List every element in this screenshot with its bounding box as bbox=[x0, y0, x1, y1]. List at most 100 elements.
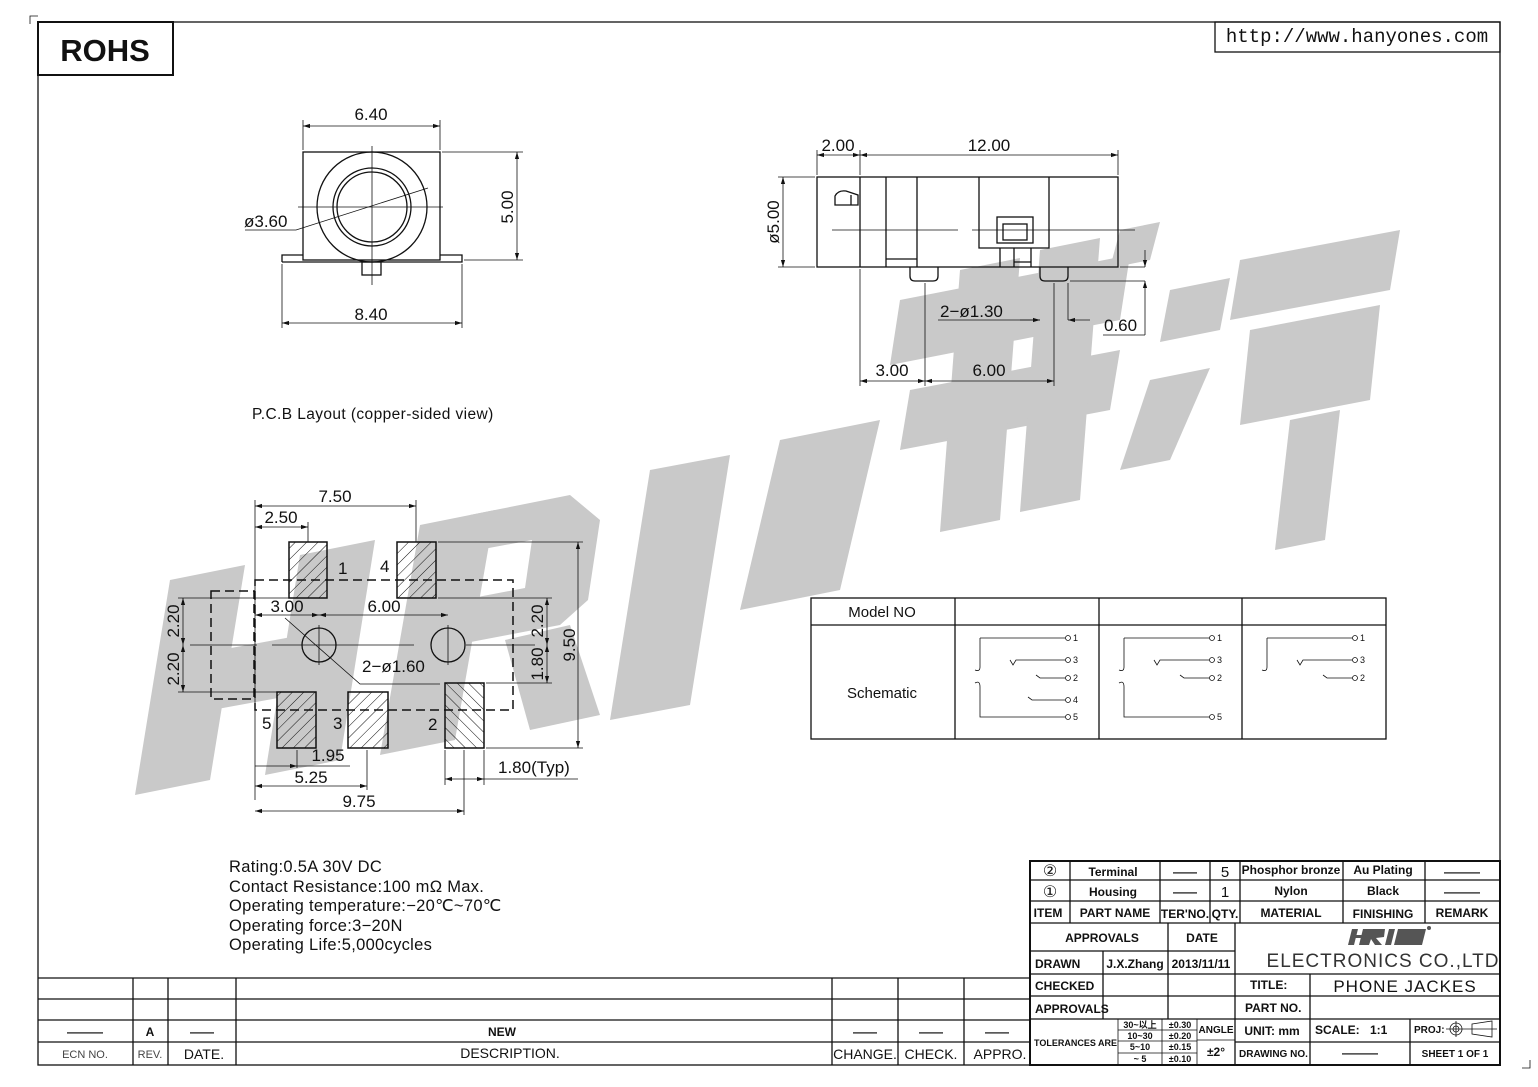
tolerance-value: ±0.20 bbox=[1169, 1031, 1191, 1041]
drawing-title: PHONE JACKES bbox=[1333, 977, 1476, 996]
pad-1 bbox=[288, 541, 328, 599]
scale-label: SCALE: bbox=[1315, 1023, 1360, 1037]
bom-remark: ——— bbox=[1444, 865, 1480, 879]
watermark-logo bbox=[135, 222, 1400, 795]
bom-header: MATERIAL bbox=[1260, 906, 1321, 920]
company-logo bbox=[1348, 926, 1431, 945]
rev-date: —— bbox=[190, 1025, 214, 1039]
website-url[interactable]: http://www.hanyones.com bbox=[1226, 26, 1488, 48]
dim-pin-pitch: 6.00 bbox=[972, 361, 1005, 380]
pcb-layout-title: P.C.B Layout (copper-sided view) bbox=[252, 406, 494, 423]
pad-label: 4 bbox=[380, 557, 389, 576]
drawn-by: J.X.Zhang bbox=[1106, 957, 1163, 971]
rev-header: CHECK. bbox=[905, 1046, 958, 1062]
rohs-box bbox=[37, 21, 174, 76]
url-box bbox=[1214, 21, 1501, 53]
dim-label: 2.50 bbox=[264, 508, 297, 527]
angle-label: ANGLE bbox=[1199, 1025, 1234, 1036]
dim-label: 7.50 bbox=[318, 487, 351, 506]
dim-pin-offset: 3.00 bbox=[875, 361, 908, 380]
dim-label: 1.80(Typ) bbox=[498, 758, 570, 777]
drawing-no-label: DRAWING NO. bbox=[1239, 1049, 1308, 1060]
dim-height: 5.00 bbox=[498, 190, 517, 223]
dim-label: 3.00 bbox=[270, 597, 303, 616]
bom-header: PART NAME bbox=[1080, 906, 1150, 920]
bom-qty: 1 bbox=[1221, 884, 1229, 901]
approvals-label: APPROVALS bbox=[1035, 1002, 1109, 1016]
model-no-label: Model NO bbox=[848, 604, 916, 621]
tolerance-value: ±0.15 bbox=[1169, 1042, 1191, 1052]
specifications: Rating:0.5A 30V DC Contact Resistance:10… bbox=[229, 858, 502, 954]
spec-line: Contact Resistance:100 mΩ Max. bbox=[229, 878, 484, 896]
pad-4 bbox=[396, 541, 437, 599]
rev-description: NEW bbox=[488, 1025, 517, 1039]
tolerances-label: TOLERANCES ARE bbox=[1034, 1038, 1117, 1048]
rev-header: APPRO. bbox=[974, 1046, 1027, 1062]
dim-front-length: 2.00 bbox=[821, 136, 854, 155]
dim-body-length: 12.00 bbox=[968, 136, 1011, 155]
dim-label: 1.95 bbox=[311, 746, 344, 765]
dim-label: 6.00 bbox=[367, 597, 400, 616]
schematic-table: Model NO Schematic 1 3 2 4 5 1 3 2 5 1 3… bbox=[810, 597, 1387, 740]
bom-remark: ——— bbox=[1444, 885, 1480, 899]
dim-width: 6.40 bbox=[354, 105, 387, 124]
drawn-label: DRAWN bbox=[1035, 957, 1080, 971]
approvals-header: APPROVALS bbox=[1065, 931, 1139, 945]
pin-label: 3 bbox=[1217, 655, 1222, 665]
dim-diameter: ø5.00 bbox=[764, 200, 783, 243]
front-view: 6.40 5.00 8.40 ø3.60 bbox=[244, 105, 523, 328]
pcb-layout: 1 4 5 3 2 7.50 2.50 3.00 6.00 2.20 2.20 … bbox=[164, 487, 583, 815]
bom-finishing: Black bbox=[1367, 884, 1399, 898]
rev-header: REV. bbox=[138, 1049, 163, 1061]
dim-pins: 2−ø1.30 bbox=[940, 302, 1003, 321]
dim-label: 5.25 bbox=[294, 768, 327, 787]
company-name: ELECTRONICS CO.,LTD bbox=[1267, 951, 1500, 972]
projection-label: PROJ: bbox=[1414, 1025, 1445, 1036]
side-view: 2.00 12.00 ø5.00 3.00 6.00 2−ø1.30 0.60 bbox=[764, 136, 1148, 386]
dim-label: 2.20 bbox=[164, 604, 183, 637]
bom-material: Nylon bbox=[1274, 884, 1307, 898]
tolerance-range: 30~以上 bbox=[1123, 1019, 1156, 1030]
pad-label: 2 bbox=[428, 715, 437, 734]
rev-appro: —— bbox=[985, 1025, 1009, 1039]
dim-label: 2.20 bbox=[164, 652, 183, 685]
unit: UNIT: mm bbox=[1244, 1024, 1299, 1038]
pin-label: 5 bbox=[1073, 712, 1078, 722]
tolerance-value: ±0.10 bbox=[1169, 1054, 1191, 1064]
pad-label: 5 bbox=[262, 714, 271, 733]
drawing-border bbox=[37, 21, 1501, 1066]
dim-base-width: 8.40 bbox=[354, 305, 387, 324]
pin-label: 2 bbox=[1073, 673, 1078, 683]
bom-part: Terminal bbox=[1088, 865, 1137, 879]
bom-header: FINISHING bbox=[1353, 907, 1414, 921]
date-header: DATE bbox=[1186, 931, 1218, 945]
dim-label: 1.80 bbox=[528, 647, 547, 680]
tolerance-range: ~ 5 bbox=[1134, 1054, 1147, 1064]
pin-label: 4 bbox=[1073, 695, 1078, 705]
title-label: TITLE: bbox=[1250, 978, 1287, 992]
pin-label: 1 bbox=[1217, 633, 1222, 643]
bom-header: TER'NO. bbox=[1161, 907, 1209, 921]
dim-diameter: ø3.60 bbox=[244, 212, 287, 231]
pin-label: 1 bbox=[1360, 633, 1365, 643]
dim-label: 2.20 bbox=[528, 604, 547, 637]
spec-line: Operating force:3−20N bbox=[229, 917, 403, 935]
spec-line: Rating:0.5A 30V DC bbox=[229, 858, 382, 876]
bom-part: Housing bbox=[1089, 885, 1137, 899]
rev-header: DESCRIPTION. bbox=[460, 1045, 560, 1061]
pin-label: 3 bbox=[1360, 655, 1365, 665]
bom-material: Phosphor bronze bbox=[1242, 863, 1341, 877]
pad-label: 1 bbox=[338, 559, 347, 578]
bom-qty: 5 bbox=[1221, 864, 1229, 881]
dim-label: 2−ø1.60 bbox=[362, 657, 425, 676]
schematic-label: Schematic bbox=[847, 685, 918, 702]
tolerance-range: 5~10 bbox=[1130, 1042, 1150, 1052]
pad-2 bbox=[444, 682, 485, 749]
pin-label: 2 bbox=[1360, 673, 1365, 683]
spec-line: Operating temperature:−20℃~70℃ bbox=[229, 897, 502, 915]
pad-label: 3 bbox=[333, 714, 342, 733]
drawn-date: 2013/11/11 bbox=[1172, 957, 1231, 971]
drawing-no: ——— bbox=[1342, 1046, 1378, 1060]
pad-5 bbox=[276, 691, 317, 749]
dim-label: 9.75 bbox=[342, 792, 375, 811]
